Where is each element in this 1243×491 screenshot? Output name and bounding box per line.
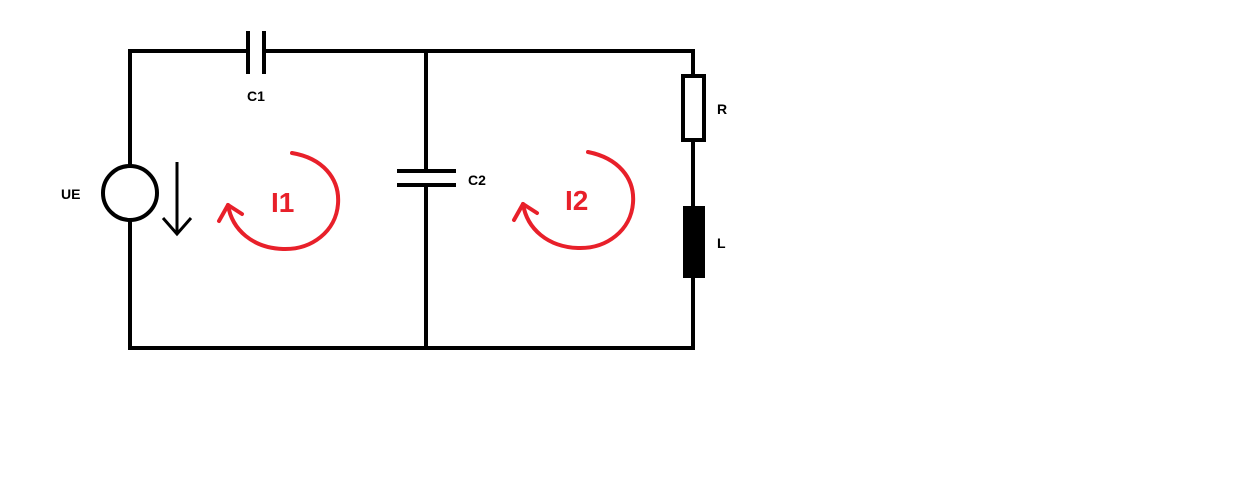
- loop-arrow-i2-icon: [521, 150, 636, 251]
- resistor-r-symbol: [681, 74, 706, 142]
- loop-current-i2: I2: [512, 150, 636, 251]
- source-label: UE: [61, 186, 80, 202]
- voltage-source-symbol: [101, 164, 159, 222]
- resistor-r: R: [681, 74, 727, 142]
- loop-label-i2: I2: [565, 185, 588, 216]
- loop-label-i1: I1: [271, 187, 294, 218]
- c2-label: C2: [468, 172, 486, 188]
- wires: [128, 49, 695, 350]
- inductor-l-symbol: [683, 206, 705, 278]
- loop-arrow-i1-head-icon: [217, 203, 244, 223]
- capacitor-c1: C1: [246, 31, 266, 104]
- loop-current-i1: I1: [217, 151, 341, 252]
- c1-label: C1: [247, 88, 265, 104]
- capacitor-c2: C2: [397, 169, 486, 188]
- voltage-source: UE: [61, 162, 193, 237]
- r-label: R: [717, 101, 727, 117]
- loop-arrow-i1-icon: [226, 151, 341, 252]
- inductor-l: L: [683, 206, 726, 278]
- voltage-arrow-icon: [161, 162, 193, 237]
- l-label: L: [717, 235, 726, 251]
- loop-arrow-i2-head-icon: [512, 202, 539, 222]
